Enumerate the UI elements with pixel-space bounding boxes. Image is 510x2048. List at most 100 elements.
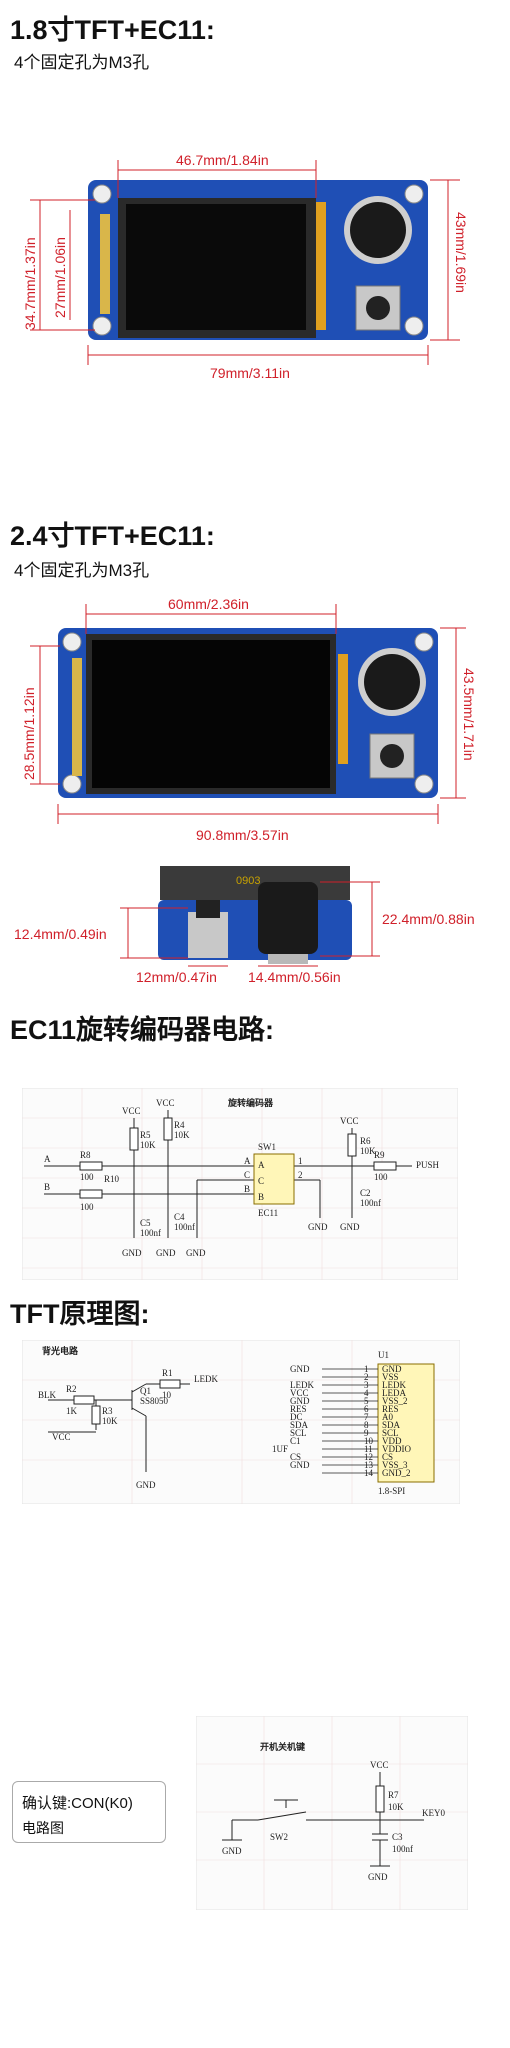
q1-value: SS8050 [140,1396,169,1406]
u1-pin-number: 2 [364,1372,369,1382]
rotary-knob [364,654,420,710]
r5-label: R5 [140,1130,151,1140]
screen [126,204,306,330]
r9-label: R9 [374,1150,385,1160]
net-key0: KEY0 [422,1808,445,1818]
net-vcc: VCC [52,1432,71,1442]
r6-value: 10K [360,1146,376,1156]
r2-symbol [73,1395,95,1405]
vcc-label-1: VCC [122,1106,141,1116]
u1-pin-number: 3 [364,1380,369,1390]
dim-bottom: 79mm/3.11in [210,365,290,381]
r1-label: R1 [162,1368,173,1378]
r4-value: 10K [174,1130,190,1140]
sw1-part: EC11 [258,1208,278,1218]
u1-net-label: LEDK [290,1380,314,1390]
gnd-label: GND [136,1480,156,1490]
r10-value: 100 [80,1202,94,1212]
u1-pin-number: 8 [364,1420,369,1430]
mount-hole [414,774,434,794]
encoder-shaft-base [268,954,308,964]
vcc-label-2: VCC [156,1098,175,1108]
mount-hole [62,774,82,794]
r5-value: 10K [140,1140,156,1150]
r7-value: 10K [388,1802,404,1812]
dim-right: 43mm/1.69in [453,212,469,293]
u1-pin-name: VDD [382,1436,402,1446]
u1-net-label: SCL [290,1428,307,1438]
vcc-label: VCC [370,1760,389,1770]
gnd-label-5: GND [340,1222,360,1232]
switch-body [188,912,228,958]
u1-net-label: CS [290,1452,301,1462]
gnd-label-1: GND [222,1846,242,1856]
u1-pin-name: RES [382,1404,399,1414]
c3-label: C3 [392,1832,403,1842]
u1-pin-number: 12 [364,1452,373,1462]
power-heading: 开机关机键 [260,1741,306,1752]
u1-pin-name: VSS [382,1372,399,1382]
u1-pin-name: GND_2 [382,1468,411,1478]
u1-pin-name: SCL [382,1428,399,1438]
r1-value: 10 [162,1390,172,1400]
pcb-side [158,900,352,960]
section-subtitle-24: 4个固定孔为M3孔 [14,561,150,580]
u1-pin-name: A0 [382,1412,393,1422]
sw-pin-a-outer: A [244,1156,251,1166]
dim-left-outer: 34.7mm/1.37in [22,237,38,330]
c2-value: 100nf [360,1198,381,1208]
sw-pin-c: C [258,1176,264,1186]
r8-label: R8 [80,1150,91,1160]
u1-pin-number: 5 [364,1396,369,1406]
r4-label: R4 [174,1120,185,1130]
dim-top: 46.7mm/1.84in [176,152,269,168]
mount-hole [92,184,112,204]
u1-pin-name: VSS_3 [382,1460,408,1470]
r9-value: 100 [374,1172,388,1182]
r8-value: 100 [80,1172,94,1182]
r10-label: R10 [104,1174,120,1184]
r3-label: R3 [102,1406,113,1416]
r1-symbol [159,1379,181,1389]
gnd-label-2: GND [156,1248,176,1258]
u1-net-label: C1 [290,1436,301,1446]
side-view-figure: 0903 12.4mm/0.49in 22.4mm/0.88in 12mm/0.… [14,866,475,985]
u1-pin-number: 10 [364,1436,374,1446]
c4-label: C4 [174,1212,185,1222]
callout-line-2: 电路图 [22,1820,64,1836]
tft-heading: 背光电路 [42,1345,79,1356]
board-mark: 0903 [236,875,260,887]
u1-part: 1.8-SPI [378,1486,405,1496]
r2-value: 1K [66,1406,78,1416]
net-in-a: A [44,1154,51,1164]
section-subtitle-18: 4个固定孔为M3孔 [14,53,150,72]
flex-cable [338,654,348,764]
dim-left-inner: 27mm/1.06in [52,237,68,318]
u1-net-label: GND [290,1396,310,1406]
u1-pin-name: LEDK [382,1380,406,1390]
sw-pin-c-outer: C [244,1170,250,1180]
c2-label: C2 [360,1188,371,1198]
c4-value: 100nf [174,1222,195,1232]
push-button-cap [380,744,404,768]
dim-bottom: 90.8mm/3.57in [196,827,289,843]
board-24-figure: 60mm/2.36in 28.5mm/1.12in 43.5mm/1.71in … [21,596,477,843]
section-title-18: 1.8寸TFT+EC11: [10,15,215,45]
switch-cap [196,900,220,918]
ec11-schematic: 旋转编码器 A B R8 100 R10 100 VCC VCC R5 10K … [22,1088,458,1280]
r6-symbol [347,1133,357,1157]
mount-hole [404,316,424,336]
screen [92,640,330,788]
tft-schematic: 背光电路 BLK R2 1K R3 10K VCC Q1 SS8050 R1 1… [22,1340,460,1504]
c5-value: 100nf [140,1228,161,1238]
u1-net-label: GND [290,1364,310,1374]
sw1-label: SW1 [258,1142,276,1152]
mount-hole [62,632,82,652]
r7-label: R7 [388,1790,399,1800]
mount-hole [404,184,424,204]
u1-pin-number: 6 [364,1404,369,1414]
u1-pin-name: VDDIO [382,1444,411,1454]
u1-pin-number: 13 [364,1460,374,1470]
mount-hole [92,316,112,336]
c5-label: C5 [140,1218,151,1228]
